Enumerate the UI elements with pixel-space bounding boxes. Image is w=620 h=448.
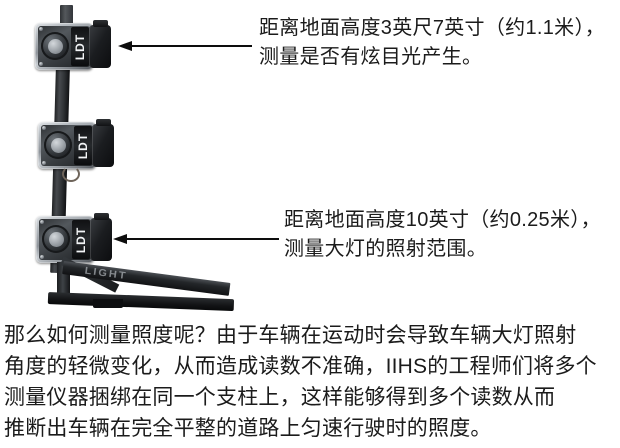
top-sensor: LDT xyxy=(35,20,111,70)
screw-icon xyxy=(40,255,44,259)
screw-icon xyxy=(39,62,43,66)
base-foot-rail xyxy=(47,292,235,312)
ldt-logo-text: LDT xyxy=(73,33,87,60)
sensor-clamp-tab xyxy=(93,20,108,27)
paragraph-line: 推断出车辆在完全平整的道路上匀速行驶时的照度。 xyxy=(4,417,492,440)
screw-icon xyxy=(39,27,43,31)
sensor-clamp xyxy=(92,124,114,167)
middle-sensor: LDT xyxy=(38,119,114,169)
callout-line: 距离地面高度3英尺7英寸（约1.1米）， xyxy=(259,17,606,39)
callout-line: 测量是否有炫目光产生。 xyxy=(259,46,483,68)
arrow-shaft xyxy=(123,238,279,240)
sensor-brand-label: LDT xyxy=(71,27,89,66)
sensor-lens xyxy=(51,138,66,153)
sensor-body: LDT xyxy=(35,23,93,70)
paragraph-line: 那么如何测量照度呢？由于车辆在运动时会导致车辆大灯照射 xyxy=(4,324,577,347)
sensor-clamp xyxy=(89,25,111,68)
ldt-logo-text: LDT xyxy=(74,226,88,253)
sensor-clamp-tab xyxy=(94,213,109,220)
screw-icon xyxy=(42,126,46,130)
sensor-lens xyxy=(48,39,63,54)
arrow-head-icon xyxy=(118,41,132,51)
sensor-body: LDT xyxy=(36,216,94,263)
sensor-clamp xyxy=(90,218,112,261)
sensor-clamp-tab xyxy=(96,119,111,126)
base-foot-pad xyxy=(93,299,123,308)
ldt-logo-text: LDT xyxy=(76,132,90,159)
sensor-brand-label: LDT xyxy=(72,220,90,259)
sensor-brand-label: LDT xyxy=(74,126,92,165)
callout-line: 距离地面高度10英寸（约0.25米）， xyxy=(284,209,601,231)
screw-icon xyxy=(42,161,46,165)
paragraph-line: 测量仪器捆绑在同一个支柱上，这样能够得到多个读数从而 xyxy=(4,386,556,409)
callout-arrow-bottom xyxy=(113,234,279,244)
arrow-head-icon xyxy=(113,234,127,244)
sensor-cable-loop xyxy=(62,166,80,182)
body-paragraph: 那么如何测量照度呢？由于车辆在运动时会导致车辆大灯照射 角度的轻微变化，从而造成… xyxy=(4,320,616,444)
paragraph-line: 角度的轻微变化，从而造成读数不准确，IIHS的工程师们将多个 xyxy=(4,355,597,378)
callout-text-bottom: 距离地面高度10英寸（约0.25米）， 测量大灯的照射范围。 xyxy=(284,206,601,264)
sensor-body: LDT xyxy=(38,122,96,169)
callout-line: 测量大灯的照射范围。 xyxy=(284,238,487,260)
bottom-sensor: LDT xyxy=(36,213,112,263)
callout-text-top: 距离地面高度3英尺7英寸（约1.1米）， 测量是否有炫目光产生。 xyxy=(259,14,605,72)
measurement-rig-photo: LDT LDT LDT xyxy=(0,0,250,312)
sensor-lens xyxy=(49,232,64,247)
screw-icon xyxy=(40,220,44,224)
callout-arrow-top xyxy=(118,41,252,51)
arrow-shaft xyxy=(128,45,252,47)
